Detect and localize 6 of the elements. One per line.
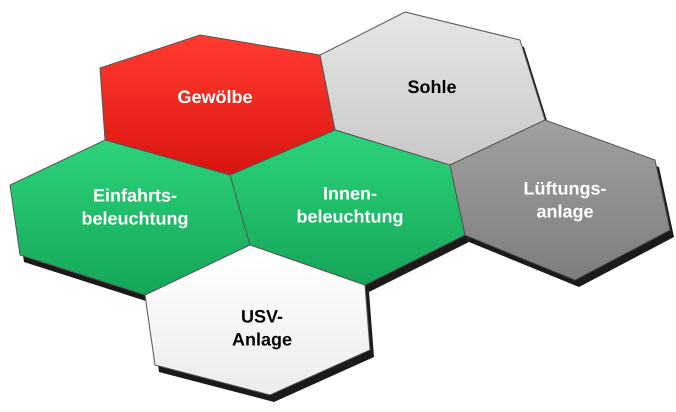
tile-label: USV- Anlage [232, 306, 292, 350]
tile-label: Einfahrts- beleuchtung [82, 184, 188, 230]
tile-label: Innen- beleuchtung [296, 182, 404, 228]
tile-label: Lüftungs- anlage [524, 178, 606, 222]
tile-label: Gewölbe [178, 86, 252, 108]
tile-label: Sohle [408, 76, 456, 98]
